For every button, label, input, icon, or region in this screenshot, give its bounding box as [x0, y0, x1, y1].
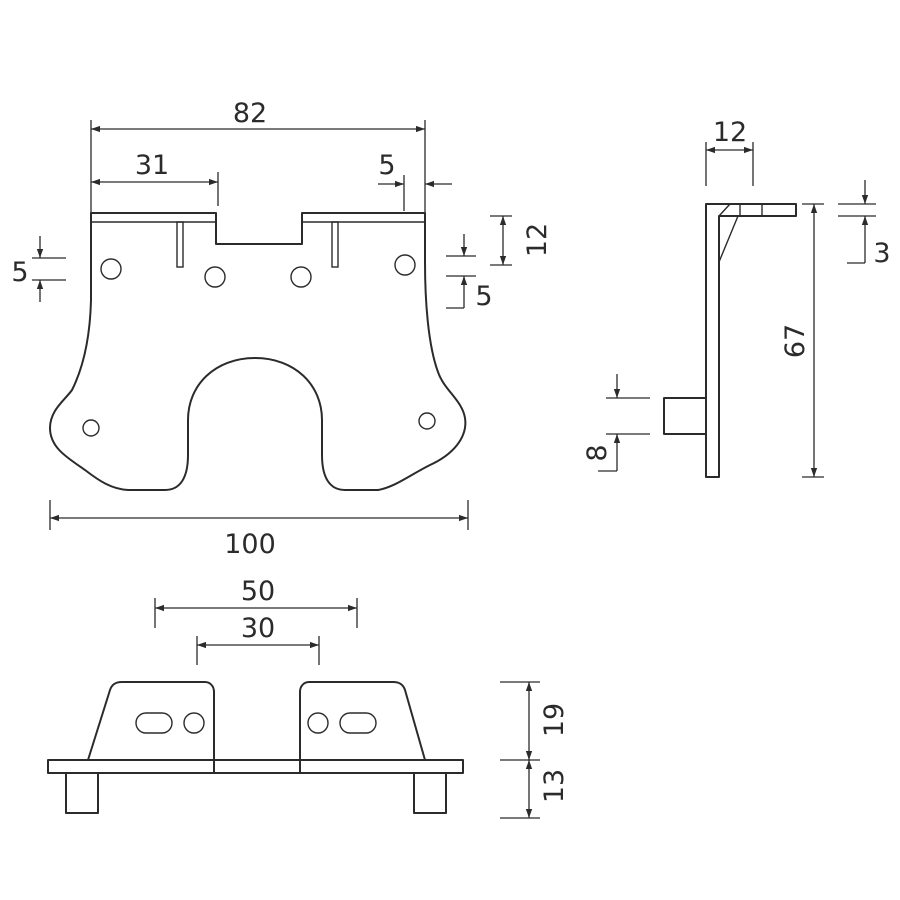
dimension-label: 5 — [378, 150, 395, 181]
dimension-82: 82 — [90, 98, 426, 213]
hole — [204, 266, 226, 288]
gusset — [718, 203, 731, 217]
dimension-12-slot: 12 — [490, 215, 553, 266]
dimension-3: 3 — [838, 180, 891, 269]
dimension-label: 5 — [11, 257, 28, 288]
dimension-label: 19 — [539, 703, 570, 737]
dimension-label: 67 — [780, 324, 811, 358]
hole — [82, 419, 100, 437]
dimension-50: 50 — [154, 576, 358, 628]
slot-hole — [339, 712, 377, 734]
dimension-label: 50 — [241, 576, 275, 607]
plate-outline — [49, 212, 467, 491]
hole — [290, 266, 312, 288]
hole — [418, 412, 436, 430]
slot-left — [176, 221, 184, 268]
dimension-label: 30 — [241, 613, 275, 644]
dimension-label: 100 — [224, 529, 276, 560]
dimension-30: 30 — [196, 613, 320, 665]
hole — [394, 254, 416, 276]
foot-left — [65, 772, 99, 814]
dimension-label: 12 — [713, 117, 747, 148]
foot-right — [413, 772, 447, 814]
dimension-label: 8 — [582, 444, 613, 461]
top-view: 82 31 5 12 5 — [11, 98, 553, 560]
dimension-label: 3 — [873, 238, 890, 269]
dimension-19: 19 — [500, 681, 570, 761]
dimension-13: 13 — [500, 760, 570, 819]
dimension-5-left: 5 — [11, 236, 66, 302]
dimension-5-hole: 5 — [446, 234, 493, 312]
slot-right — [331, 221, 339, 268]
right-tab — [299, 681, 426, 774]
hole — [100, 258, 122, 280]
side-view: 12 3 67 8 — [582, 117, 891, 478]
dimension-12-flange: 12 — [705, 117, 754, 186]
left-tab — [87, 681, 215, 774]
dimension-31: 31 — [91, 150, 219, 206]
slot-hole — [135, 712, 173, 734]
flange-divider — [739, 204, 763, 216]
dimension-label: 12 — [522, 223, 553, 257]
dimension-label: 13 — [539, 769, 570, 803]
base-plate — [47, 759, 464, 774]
dimension-label: 31 — [135, 150, 169, 181]
dimension-100: 100 — [49, 500, 469, 560]
gusset — [718, 215, 739, 263]
hole — [307, 712, 329, 734]
dimension-5-notch: 5 — [378, 150, 452, 211]
boss — [663, 397, 707, 435]
dimension-label: 82 — [233, 98, 267, 129]
dimension-label: 5 — [475, 281, 492, 312]
dimension-8: 8 — [582, 374, 650, 472]
hole — [183, 712, 205, 734]
dimension-67: 67 — [780, 203, 824, 478]
front-view: 50 30 19 13 — [47, 576, 570, 819]
